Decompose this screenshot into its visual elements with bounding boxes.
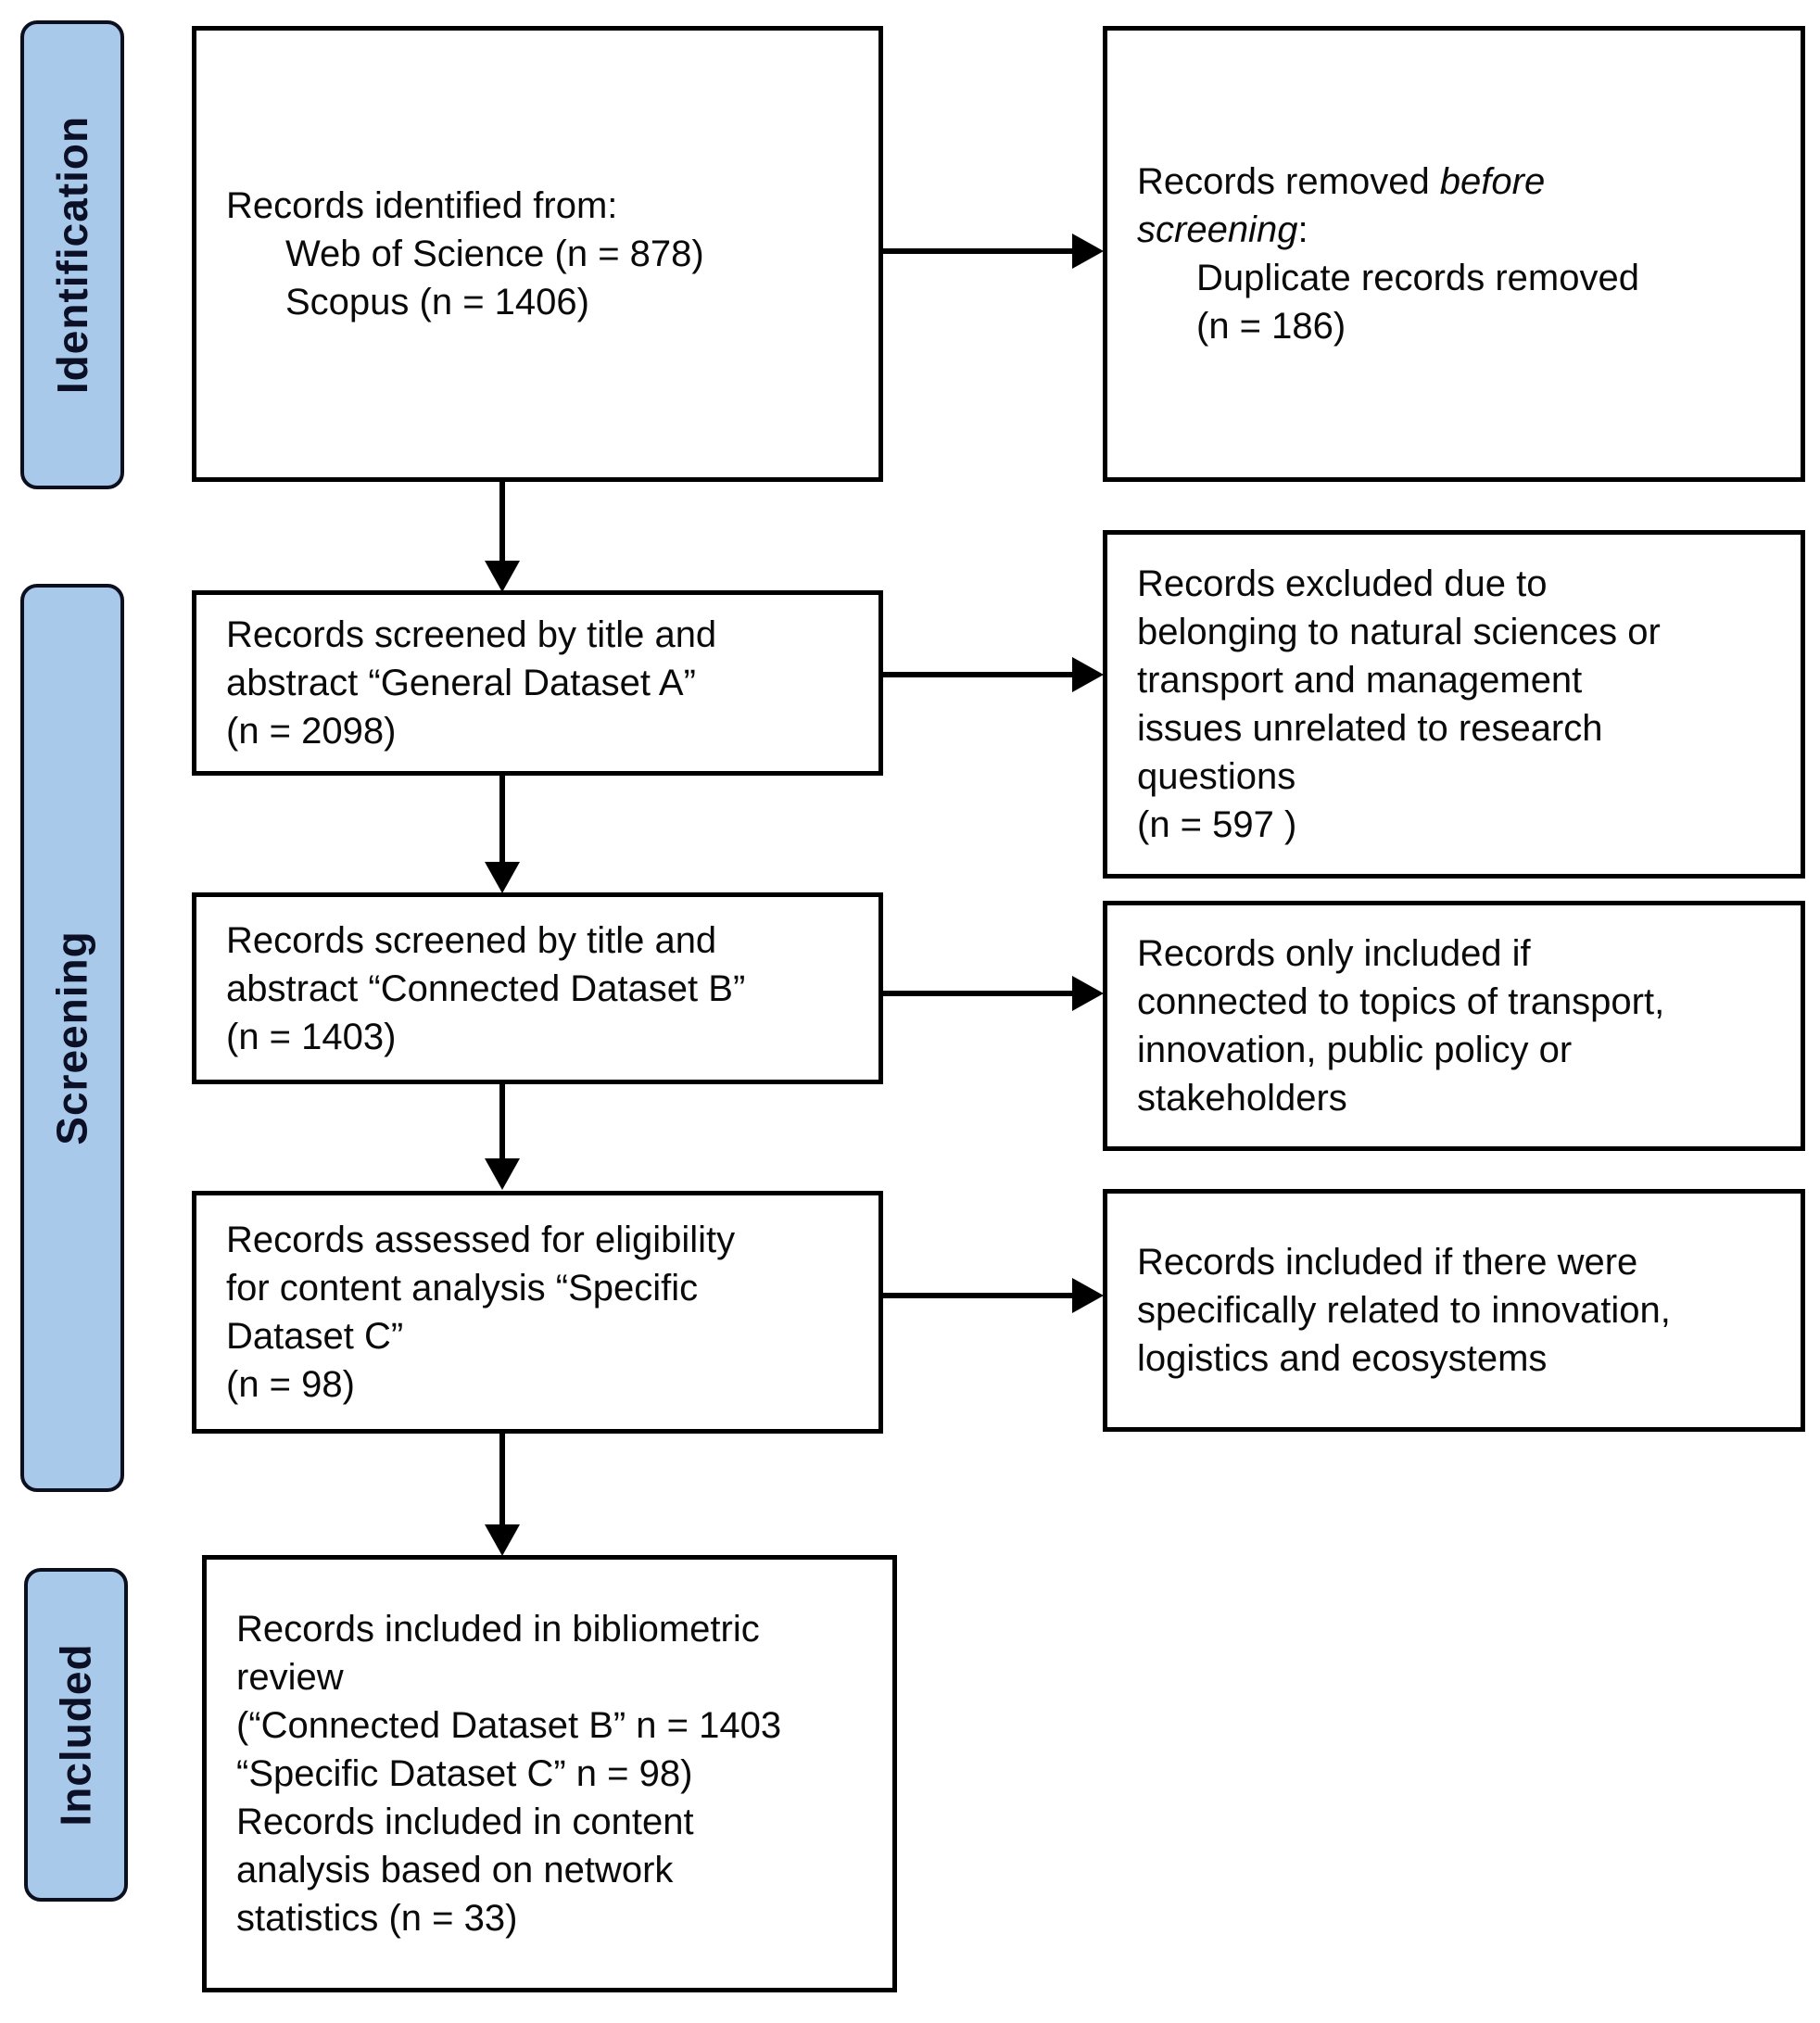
box-text-line: abstract “Connected Dataset B” xyxy=(226,967,746,1009)
box-text-line: innovation, public policy or xyxy=(1137,1030,1573,1070)
arrow-right-icon xyxy=(1072,234,1104,269)
box-text-line: statistics (n = 33) xyxy=(236,1898,518,1939)
arrow-identified-to-screened-a-line xyxy=(499,482,505,563)
box-text-line: Records included if there were xyxy=(1137,1242,1638,1283)
stage-bar-screening: Screening xyxy=(20,584,124,1492)
arrow-screened-a-to-screened-b-line xyxy=(499,776,505,865)
box-records-excluded: Records excluded due to belonging to nat… xyxy=(1103,530,1805,879)
box-text-line: (n = 2098) xyxy=(226,711,397,752)
stage-label-included: Included xyxy=(52,1643,100,1827)
box-text-line: belonging to natural sciences or xyxy=(1137,612,1661,652)
arrow-identified-to-removed-line xyxy=(883,248,1074,254)
box-text-line: Dataset C” xyxy=(226,1316,404,1357)
box-records-removed: Records removed before screening: Duplic… xyxy=(1103,26,1805,482)
box-only-included-if-connected: Records only included if connected to to… xyxy=(1103,901,1805,1151)
box-text-line: Records screened by title and xyxy=(226,614,717,655)
arrow-down-icon xyxy=(485,862,520,893)
box-included-if-related: Records included if there were specifica… xyxy=(1103,1189,1805,1432)
stage-label-screening: Screening xyxy=(48,930,97,1145)
box-text-line: “Specific Dataset C” n = 98) xyxy=(236,1753,693,1794)
box-text-line: Records included in content xyxy=(236,1802,694,1842)
stage-bar-identification: Identification xyxy=(20,20,124,489)
box-included-in-review: Records included in bibliometric review … xyxy=(202,1555,897,1992)
box-text-line: (“Connected Dataset B” n = 1403 xyxy=(236,1705,782,1746)
arrow-right-icon xyxy=(1072,1278,1104,1313)
box-text-line: stakeholders xyxy=(1137,1078,1347,1119)
box-text-line: (n = 98) xyxy=(226,1364,355,1405)
box-text-line: specifically related to innovation, xyxy=(1137,1290,1671,1331)
box-text-line: Records assessed for eligibility xyxy=(226,1220,736,1260)
arrow-screened-b-to-assessed-line xyxy=(499,1084,505,1161)
arrow-down-icon xyxy=(485,1158,520,1190)
box-text-line: analysis based on network xyxy=(236,1850,674,1890)
box-text-line: questions xyxy=(1137,756,1296,797)
text-regular: Records removed xyxy=(1137,161,1440,202)
box-text-line: Records excluded due to xyxy=(1137,563,1548,604)
box-text-line: Web of Science (n = 878) xyxy=(285,234,704,274)
box-text-line: Records only included if xyxy=(1137,933,1531,974)
arrow-right-icon xyxy=(1072,976,1104,1011)
box-screened-general-dataset-a: Records screened by title and abstract “… xyxy=(192,590,883,776)
box-assessed-specific-dataset-c: Records assessed for eligibility for con… xyxy=(192,1191,883,1434)
box-text-line: connected to topics of transport, xyxy=(1137,981,1665,1022)
box-text-line: Records included in bibliometric xyxy=(236,1609,760,1650)
box-text-line: Scopus (n = 1406) xyxy=(285,282,589,322)
arrow-down-icon xyxy=(485,561,520,592)
text-italic: screening xyxy=(1137,209,1298,250)
stage-label-identification: Identification xyxy=(48,115,97,395)
box-text-line: Records screened by title and xyxy=(226,919,717,961)
box-text-line: abstract “General Dataset A” xyxy=(226,663,696,703)
box-text-line: (n = 186) xyxy=(1196,306,1346,347)
arrow-assessed-to-included-if-line xyxy=(883,1293,1074,1298)
box-text-line: logistics and ecosystems xyxy=(1137,1338,1548,1379)
box-text-line: review xyxy=(236,1657,344,1698)
arrow-right-icon xyxy=(1072,657,1104,692)
box-text-line: (n = 597 ) xyxy=(1137,804,1297,845)
box-text-line: screening: xyxy=(1137,206,1793,254)
text-italic: before xyxy=(1439,161,1546,202)
stage-bar-included: Included xyxy=(24,1568,128,1902)
text-regular: : xyxy=(1297,209,1308,250)
arrow-assessed-to-included-line xyxy=(499,1434,505,1527)
box-text-line: (n = 1403) xyxy=(226,1016,397,1057)
box-text-line: for content analysis “Specific xyxy=(226,1268,699,1309)
arrow-down-icon xyxy=(485,1524,520,1556)
arrow-screened-b-to-only-included-line xyxy=(883,991,1074,996)
box-text-line: issues unrelated to research xyxy=(1137,708,1603,749)
box-text-line: transport and management xyxy=(1137,660,1583,701)
box-records-identified: Records identified from: Web of Science … xyxy=(192,26,883,482)
box-text-line: Records identified from: xyxy=(226,185,618,226)
box-text-line: Duplicate records removed xyxy=(1196,258,1639,298)
box-screened-connected-dataset-b: Records screened by title and abstract “… xyxy=(192,892,883,1084)
arrow-screened-a-to-excluded-line xyxy=(883,672,1074,677)
box-text-line: Records removed before xyxy=(1137,158,1793,206)
